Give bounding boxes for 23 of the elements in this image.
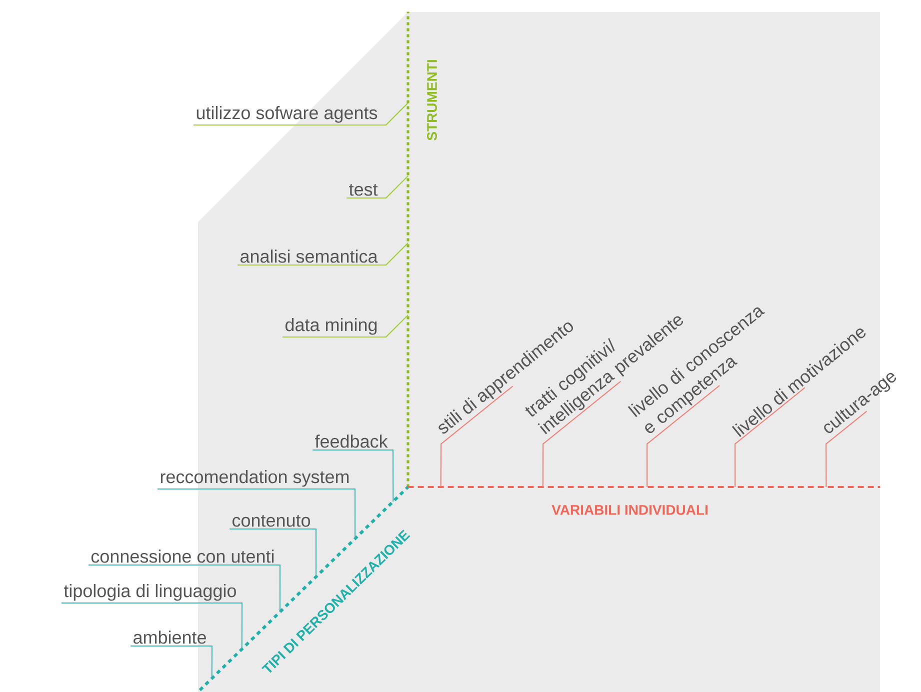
item-label: data mining	[286, 318, 377, 335]
leader-line	[440, 386, 514, 488]
item-label: analisi semantica	[240, 250, 378, 263]
leader-line	[193, 102, 408, 126]
item-label: feedback	[315, 434, 388, 448]
axis-line: STRUMENTI	[406, 12, 437, 488]
leader-line	[157, 488, 356, 540]
item-label: reccomendation system	[160, 470, 349, 487]
leader-line	[312, 450, 394, 502]
item-label: utilizzo sofware agents	[196, 106, 378, 123]
item-label: test	[349, 184, 378, 196]
leader-line	[734, 387, 806, 488]
leader-line	[282, 314, 408, 338]
leader-line	[346, 175, 408, 198]
axis-line: VARIABILI INDIVIDUALI	[408, 486, 880, 515]
leader-line	[826, 410, 868, 488]
leader-line	[130, 646, 212, 679]
leader-line	[88, 564, 280, 612]
leader-line	[229, 528, 317, 578]
leader-line	[237, 242, 408, 266]
leader-line	[646, 385, 720, 488]
leader-line	[542, 380, 622, 488]
leader-line	[60, 602, 242, 650]
